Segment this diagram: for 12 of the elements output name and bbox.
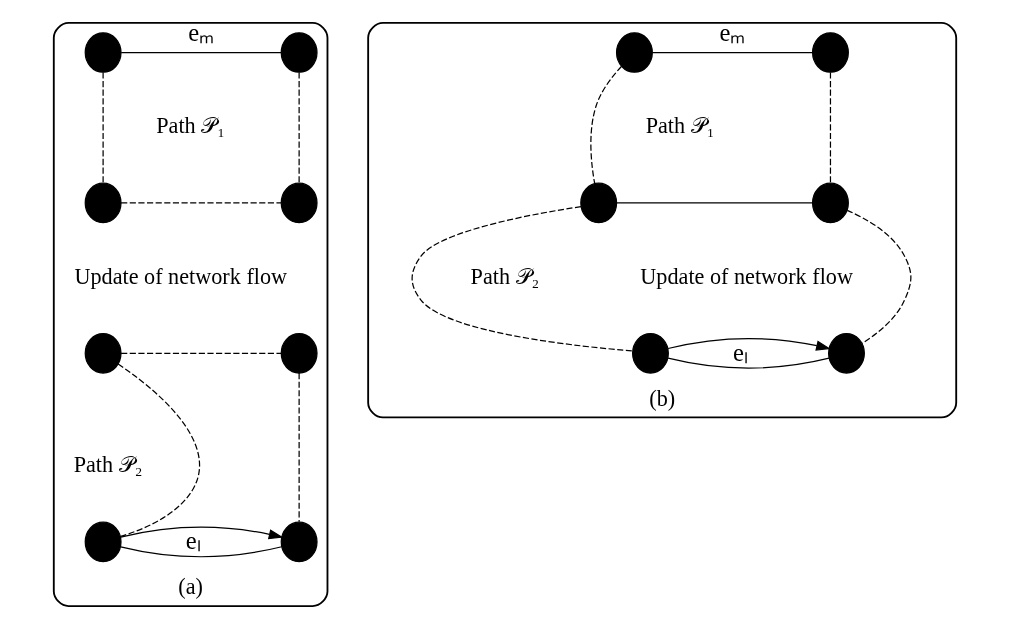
label: Update of network flow [74,263,288,289]
label: Update of network flow [640,263,853,289]
edge-label: eₘ [719,19,746,47]
edge-label: eₗ [185,527,201,555]
edge-label: eₗ [733,338,749,366]
label: Path 𝒫₁ [156,113,225,139]
node-label: (b) [649,385,676,411]
edge-label: eₘ [188,19,215,47]
node-label: (a) [178,574,203,600]
label: Path 𝒫₁ [645,113,715,139]
label: Path 𝒫₂ [73,452,143,478]
label: Path 𝒫₂ [470,263,540,289]
